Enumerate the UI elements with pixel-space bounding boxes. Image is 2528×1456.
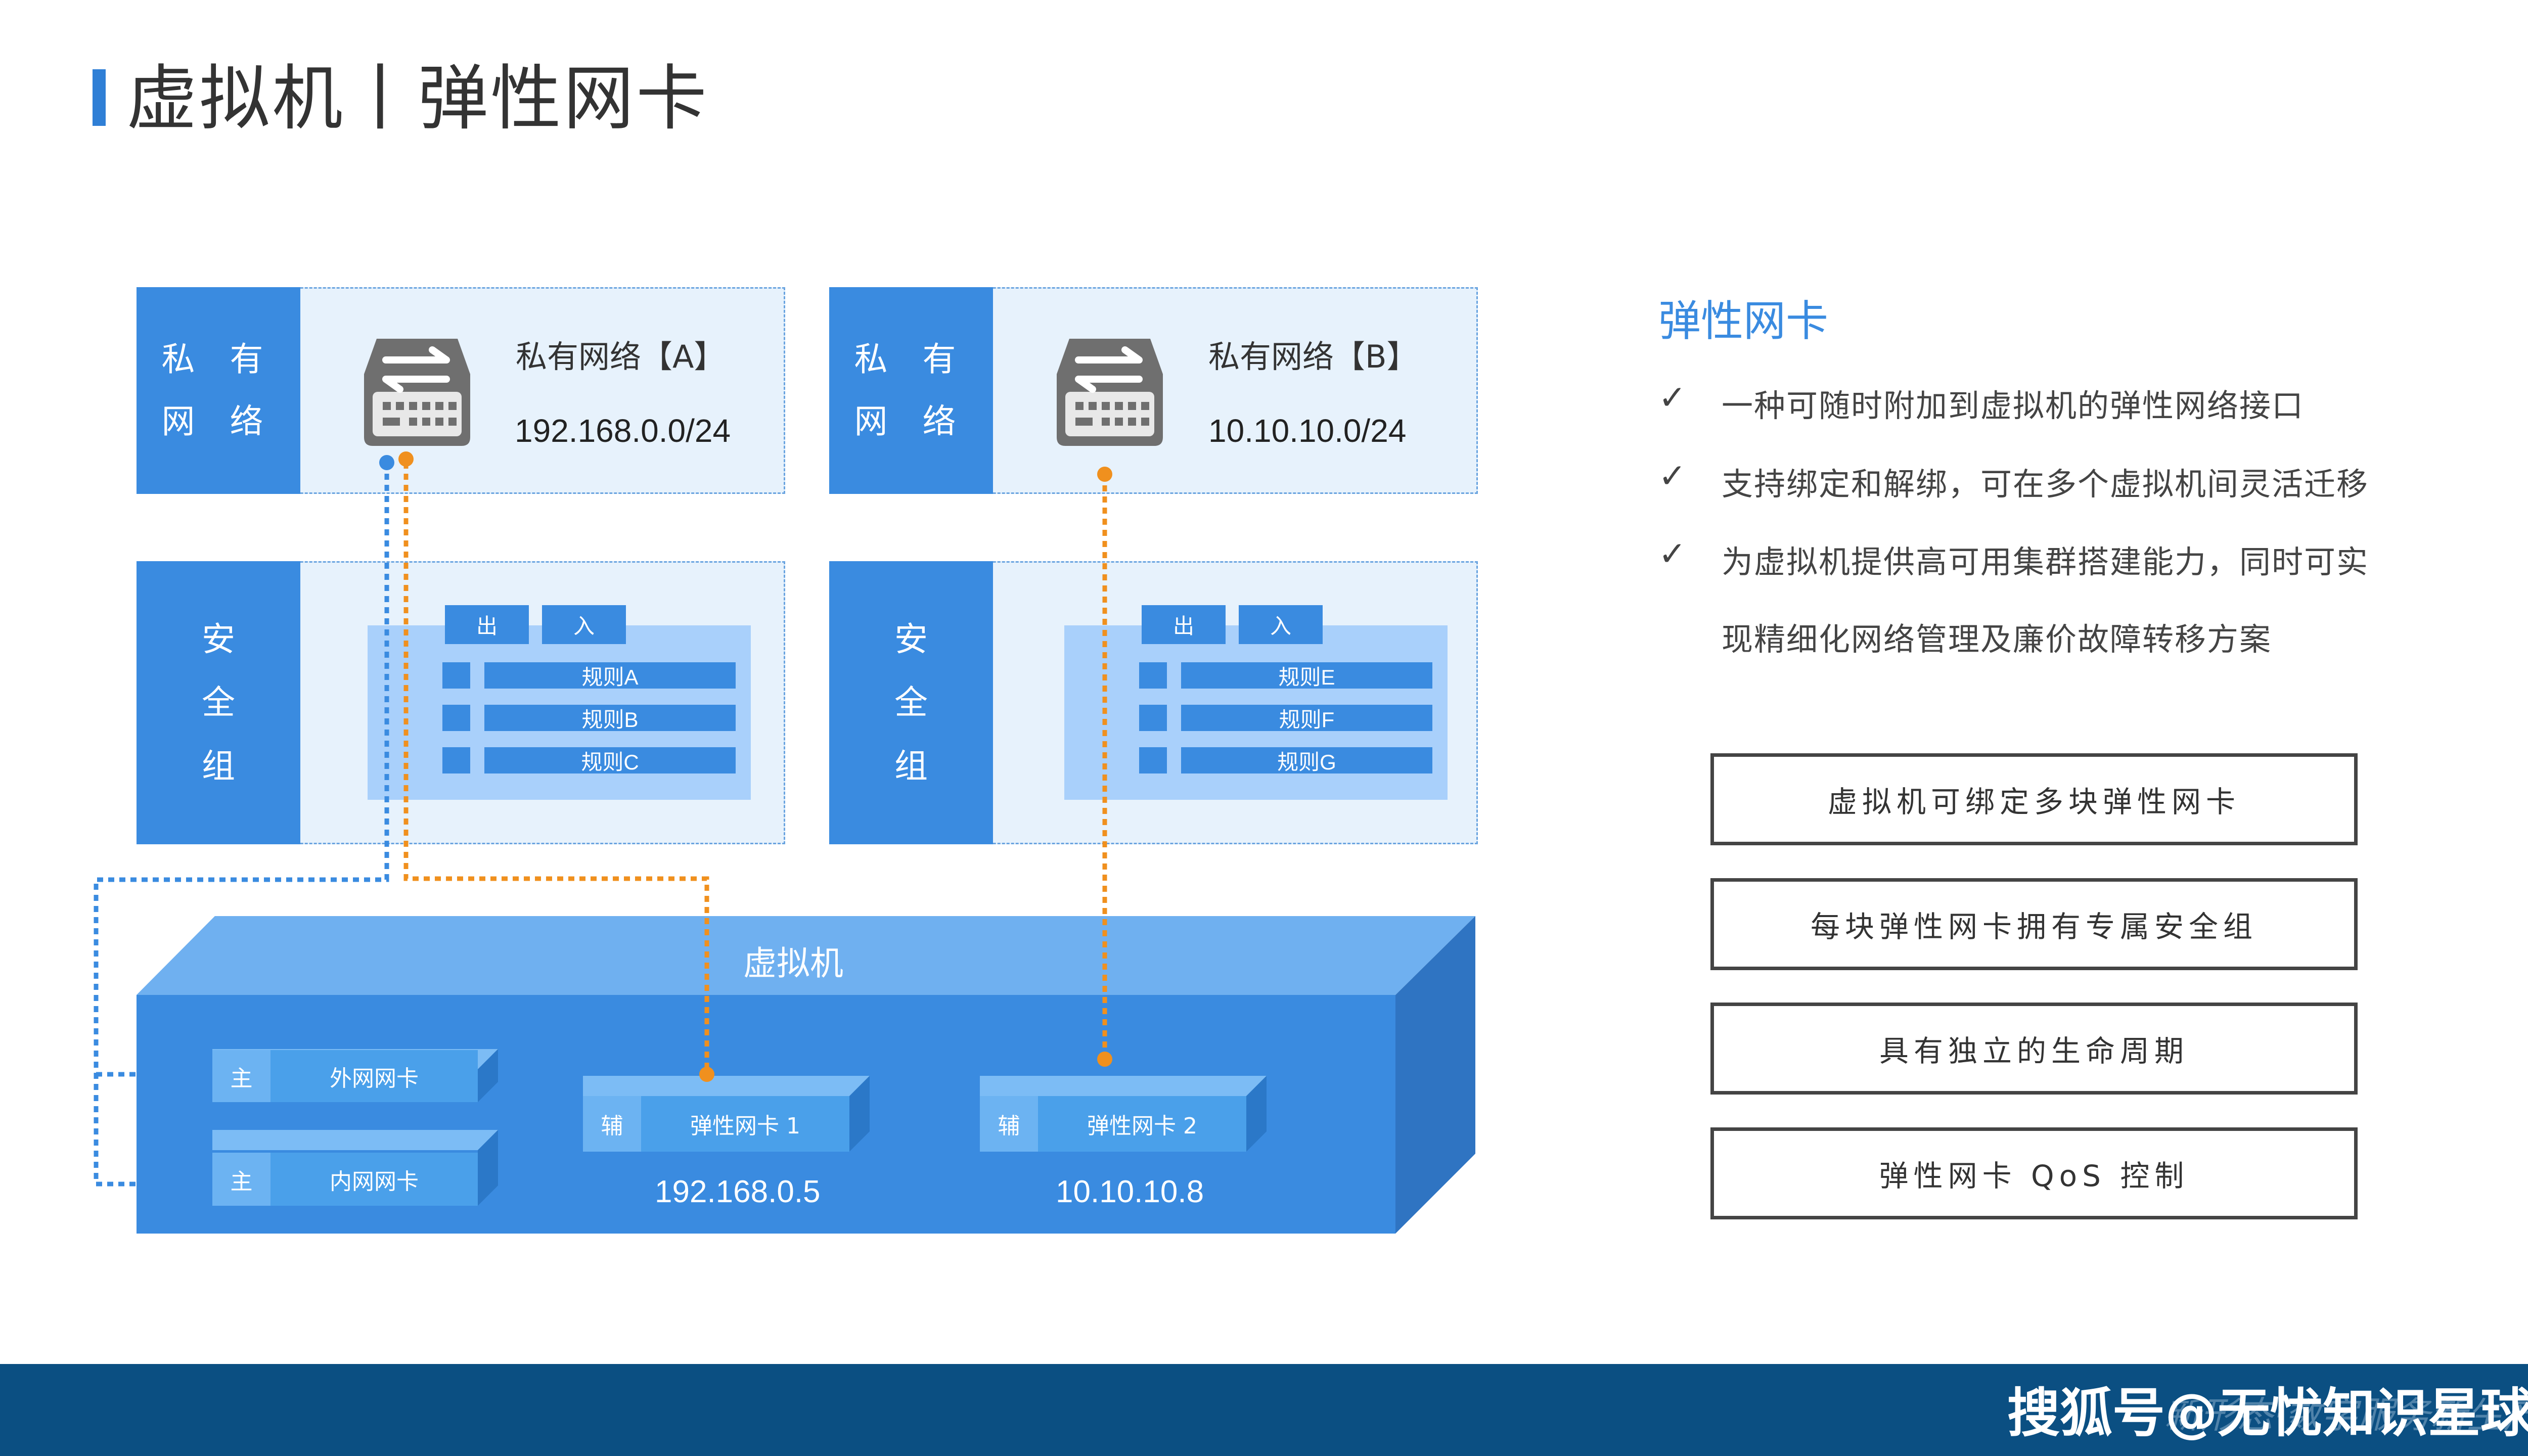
rule-checkbox[interactable] (442, 747, 470, 774)
nic-block-elastic-1 (583, 1076, 870, 1152)
feature-item: 为虚拟机提供高可用集群搭建能力，同时可实 (1722, 543, 2369, 580)
connector-orange-1 (403, 463, 709, 1074)
rule-checkbox[interactable] (1139, 705, 1167, 731)
title-accent-bar (93, 69, 106, 126)
security-group-label-char: 组 (202, 746, 235, 786)
nic-block-elastic-2 (980, 1076, 1267, 1152)
security-group-label-char: 安 (894, 619, 928, 659)
capability-box: 虚拟机可绑定多块弹性网卡 (1710, 753, 2358, 845)
in-button[interactable]: 入 (1239, 605, 1323, 644)
router-icon (1057, 339, 1163, 446)
security-group-label-char: 全 (894, 683, 928, 722)
nic-ip: 10.10.10.8 (1056, 1174, 1204, 1209)
feature-item: 一种可随时附加到虚拟机的弹性网络接口 (1722, 387, 2305, 424)
rule-checkbox[interactable] (442, 705, 470, 731)
network-cidr-b: 10.10.10.0/24 (1208, 413, 1407, 449)
in-button[interactable]: 入 (542, 605, 626, 644)
check-icon: ✓ (1658, 457, 1687, 495)
private-network-label-b: 私 有 网 络 (829, 287, 993, 494)
capability-box: 每块弹性网卡拥有专属安全组 (1710, 878, 2358, 970)
connector-dot (398, 451, 414, 467)
connector-blue (94, 463, 389, 1187)
nic-tag: 辅 (601, 1113, 623, 1139)
nic-tag: 主 (230, 1065, 253, 1091)
check-icon: ✓ (1658, 378, 1687, 417)
rule-row: 规则G (1181, 747, 1432, 774)
feature-item: 支持绑定和解绑，可在多个虚拟机间灵活迁移 (1722, 466, 2369, 503)
nic-name: 弹性网卡 1 (690, 1113, 800, 1139)
connector-dot (379, 455, 394, 470)
vm-label: 虚拟机 (743, 944, 843, 983)
nic-name: 外网网卡 (330, 1065, 419, 1091)
footer-tagline: 新形态·数字服务新生产力 (2164, 1394, 2528, 1436)
rule-checkbox[interactable] (442, 662, 470, 689)
security-group-label-char: 全 (202, 683, 235, 722)
page-title: 虚拟机丨弹性网卡 (126, 58, 709, 140)
private-network-label-a: 私 有 网 络 (137, 287, 300, 494)
check-icon: ✓ (1658, 534, 1687, 573)
nic-block-external (212, 1049, 498, 1102)
network-name-a: 私有网络【A】 (516, 338, 726, 375)
private-network-label-line2: 网 络 (161, 401, 276, 441)
nic-name: 内网网卡 (330, 1168, 419, 1195)
out-button[interactable]: 出 (1142, 605, 1226, 644)
connector-dot (1097, 467, 1112, 482)
nic-tag: 主 (230, 1168, 253, 1195)
rule-row: 规则C (484, 747, 736, 774)
private-network-label-line1: 私 有 (161, 340, 276, 379)
vm-side-face (1395, 916, 1475, 1234)
virtual-machine-box (94, 451, 1475, 1234)
security-group-label-1: 安 全 组 (137, 561, 300, 844)
connector-dot (1097, 1052, 1112, 1067)
network-cidr-a: 192.168.0.0/24 (515, 413, 731, 449)
network-name-b: 私有网络【B】 (1208, 338, 1418, 375)
feature-item-continuation: 现精细化网络管理及廉价故障转移方案 (1722, 621, 2272, 658)
vm-top-face (137, 916, 1475, 995)
section-heading: 弹性网卡 (1658, 296, 1829, 346)
rule-checkbox[interactable] (1139, 747, 1167, 774)
security-group-label-2: 安 全 组 (829, 561, 993, 844)
capability-box: 弹性网卡 QoS 控制 (1710, 1127, 2358, 1219)
security-group-label-char: 安 (202, 619, 235, 659)
router-icon (364, 339, 470, 446)
private-network-label-line2: 网 络 (854, 401, 968, 441)
rule-row: 规则E (1181, 662, 1432, 689)
connector-dot (699, 1067, 714, 1082)
private-network-label-line1: 私 有 (854, 340, 968, 379)
watermark: 搜狐号@无忧知识星球 (2007, 1382, 2528, 1444)
nic-tag: 辅 (998, 1113, 1020, 1139)
rule-row: 规则F (1181, 705, 1432, 732)
nic-ip: 192.168.0.5 (655, 1174, 821, 1209)
rule-row: 规则A (484, 662, 736, 689)
security-group-label-char: 组 (894, 746, 928, 786)
out-button[interactable]: 出 (445, 605, 529, 644)
nic-name: 弹性网卡 2 (1087, 1113, 1197, 1139)
footer-bar (0, 1364, 2528, 1456)
rule-checkbox[interactable] (1139, 662, 1167, 689)
nic-block-internal (212, 1130, 498, 1206)
capability-box: 具有独立的生命周期 (1710, 1003, 2358, 1095)
rule-row: 规则B (484, 705, 736, 732)
